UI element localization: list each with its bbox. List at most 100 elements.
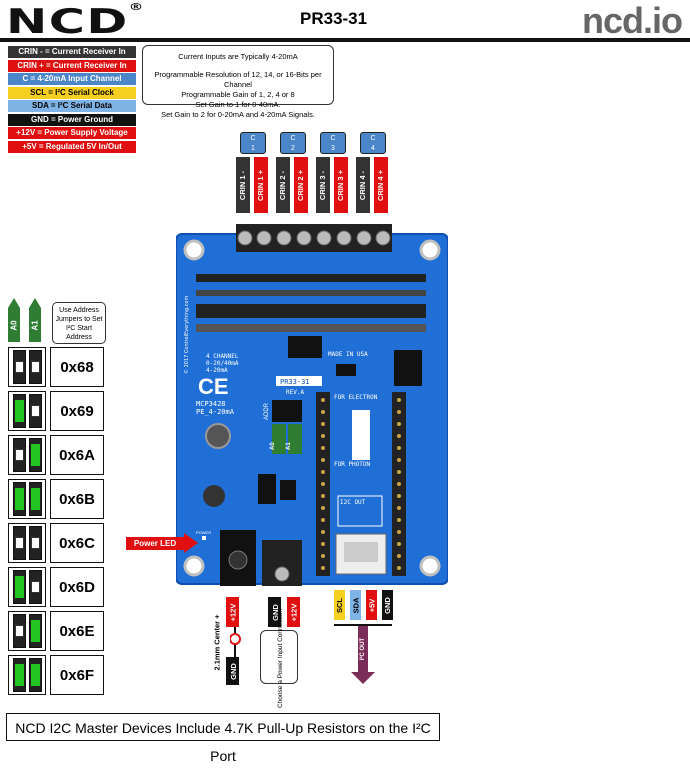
svg-text:FOR PHOTON: FOR PHOTON	[334, 461, 371, 468]
svg-text:4 CHANNEL: 4 CHANNEL	[206, 353, 239, 360]
address-jumper-note: Use Address Jumpers to Set I²C Start Add…	[52, 302, 106, 344]
channel-3: C 3 CRIN 3 - CRIN 3 +	[316, 132, 350, 213]
i2c-pin-labels: SCL SDA +5V GND	[334, 590, 393, 620]
legend-row: SDA = I²C Serial Data	[8, 100, 136, 112]
address-value: 0x6B	[50, 479, 104, 519]
ncd-logo: NCD®	[6, 2, 145, 42]
svg-text:4-20mA: 4-20mA	[206, 367, 228, 374]
jack-center-note: 2.1mm Center +	[212, 613, 222, 671]
svg-text:MCP3428: MCP3428	[196, 400, 226, 408]
i2c-arrow-head	[351, 672, 375, 684]
note-line: Set Gain to 1 for 0-40mA.	[195, 100, 281, 109]
address-row: 0x6C	[8, 523, 104, 563]
i2c-pin-gnd: GND	[382, 590, 393, 620]
i2c-pin-sda: SDA	[350, 590, 361, 620]
jumper-installed	[28, 482, 42, 516]
jumper-state	[8, 347, 46, 387]
address-row: 0x6B	[8, 479, 104, 519]
legend-row: CRIN - = Current Receiver In	[8, 46, 136, 58]
crin-minus-wire: CRIN 3 -	[316, 157, 330, 213]
model-label	[276, 376, 322, 386]
mount-hole	[419, 239, 441, 261]
crin-plus-wire: CRIN 3 +	[334, 157, 348, 213]
i2c-out-arrow: I²C OUT	[358, 626, 368, 672]
jumper-state	[8, 435, 46, 475]
svg-text:ADDR: ADDR	[264, 402, 270, 420]
i2c-bracket	[334, 624, 392, 626]
address-value: 0x6E	[50, 611, 104, 651]
terminal-gnd-label: GND	[268, 597, 281, 627]
legend-row: CRIN + = Current Receiver In	[8, 59, 136, 72]
jack-symbol	[230, 627, 241, 657]
jumper-state	[8, 523, 46, 563]
svg-text:PR33-31: PR33-31	[280, 378, 310, 386]
crin-minus-wire: CRIN 2 -	[276, 157, 290, 213]
channel-label: C 1	[240, 132, 266, 154]
note-line: Set Gain to 2 for 0-20mA and 4-20mA Sign…	[161, 110, 315, 119]
address-value: 0x69	[50, 391, 104, 431]
legend-row: +5V = Regulated 5V In/Out	[8, 140, 136, 153]
i2c-pin-plus5v: +5V	[366, 590, 377, 620]
mount-hole	[183, 239, 205, 261]
crin-plus-wire: CRIN 1 +	[254, 157, 268, 213]
note-line: Programmable Gain of 1, 2, 4 or 8	[181, 90, 295, 99]
address-row: 0x6F	[8, 655, 104, 695]
jumper-state	[8, 479, 46, 519]
address-value: 0x6A	[50, 435, 104, 475]
i2c-pin-scl: SCL	[334, 590, 345, 620]
address-row: 0x6A	[8, 435, 104, 475]
jumper-installed	[28, 614, 42, 648]
note-line: Current Inputs are Typically 4-20mA	[178, 52, 298, 61]
regulator-chip	[394, 350, 422, 386]
channel-label: C 4	[360, 132, 386, 154]
note-line	[143, 62, 333, 70]
jumper-a0-marker: A0	[8, 298, 20, 342]
svg-text:PE_4-20mA: PE_4-20mA	[196, 408, 235, 416]
address-row: 0x6D	[8, 567, 104, 607]
address-row: 0x69	[8, 391, 104, 431]
address-value: 0x6D	[50, 567, 104, 607]
header-divider	[0, 38, 690, 42]
legend-row: +12V = Power Supply Voltage	[8, 127, 136, 139]
terminal-plus-label: +12V	[287, 597, 300, 627]
crin-minus-wire: CRIN 4 -	[356, 157, 370, 213]
address-row: 0x6E	[8, 611, 104, 651]
page-title: PR33-31	[300, 9, 368, 28]
legend-row: C = 4-20mA Input Channel	[8, 73, 136, 85]
jack-plus-label: +12V	[226, 597, 239, 627]
legend-row: GND = Power Ground	[8, 113, 136, 126]
jumper-state	[8, 567, 46, 607]
address-value: 0x6C	[50, 523, 104, 563]
address-value: 0x68	[50, 347, 104, 387]
jumper-open	[28, 350, 42, 384]
channel-label: C 3	[320, 132, 346, 154]
specifications-note: Current Inputs are Typically 4-20mA Progr…	[142, 45, 334, 119]
jumper-open	[12, 438, 26, 472]
svg-text:A1: A1	[286, 442, 292, 450]
note-line: Programmable Resolution of 12, 14, or 16…	[154, 70, 322, 89]
jumper-open	[28, 526, 42, 560]
jumper-installed	[12, 482, 26, 516]
svg-text:REV.A: REV.A	[286, 389, 304, 396]
svg-text:I2C OUT: I2C OUT	[340, 499, 366, 506]
jumper-open	[28, 394, 42, 428]
mount-hole	[419, 555, 441, 577]
mount-hole	[183, 555, 205, 577]
adc-chip	[288, 336, 322, 358]
ncd-io-logo: ncd.io	[582, 0, 683, 41]
jumper-state	[8, 611, 46, 651]
jumper-installed	[12, 570, 26, 604]
jumper-state	[8, 391, 46, 431]
ce-logo: CE	[198, 374, 229, 399]
pullup-note: NCD I2C Master Devices Include 4.7K Pull…	[6, 713, 440, 764]
jumper-open	[12, 614, 26, 648]
svg-text:A0: A0	[270, 442, 276, 450]
jumper-state	[8, 655, 46, 695]
crin-plus-wire: CRIN 2 +	[294, 157, 308, 213]
power-led-label: Power LED	[126, 537, 184, 550]
pr33-31-board: CE 4 CHANNEL 0-20/40mA 4-20mA MCP3428 PE…	[176, 224, 448, 586]
